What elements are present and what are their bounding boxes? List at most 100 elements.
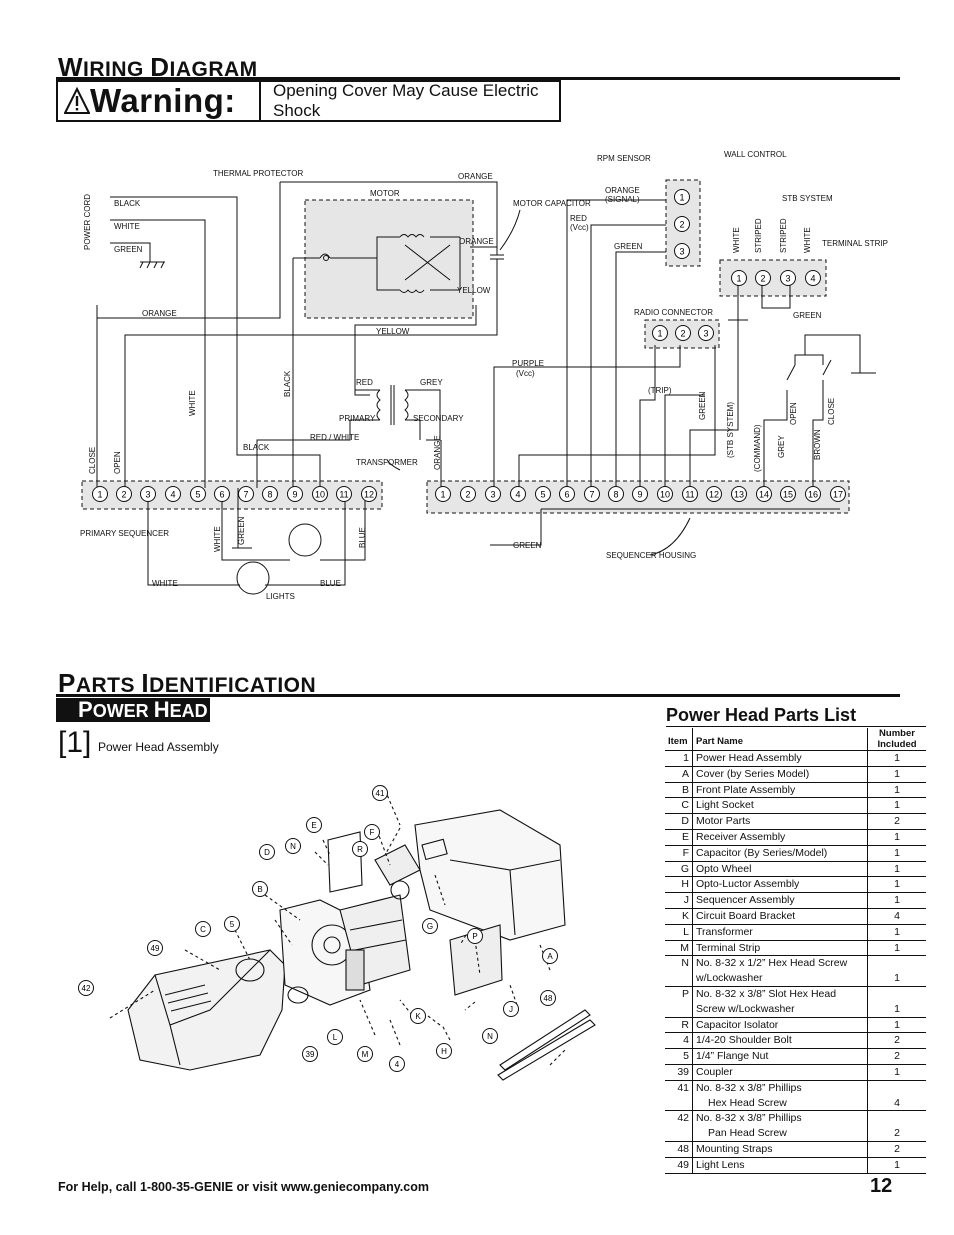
primary-seq-pin: 8 (262, 486, 278, 502)
primary-seq-pin: 11 (336, 486, 352, 502)
svg-text:LIGHTS: LIGHTS (266, 592, 295, 601)
svg-text:WHITE: WHITE (213, 526, 222, 552)
part-item: R (665, 1017, 693, 1034)
rpm-pin: 3 (674, 243, 690, 259)
svg-text:ORANGE: ORANGE (605, 186, 640, 195)
svg-text:GREEN: GREEN (698, 391, 707, 420)
callout-bubble: P (467, 928, 483, 944)
svg-text:GREEN: GREEN (114, 245, 143, 254)
part-count: 1 (867, 924, 926, 941)
part-name-line: Motor Parts (696, 815, 751, 828)
part-name-line: No. 8-32 x 1/2” Hex Head Screw (696, 957, 848, 970)
parts-list-title-rule (666, 726, 926, 727)
part-item: 4 (665, 1032, 693, 1050)
callout-bubble: F (364, 824, 380, 840)
assembly-label: Power Head Assembly (98, 740, 219, 754)
svg-text:GREEN: GREEN (793, 311, 822, 320)
callout-label: R (357, 845, 363, 854)
terminal-pin-label: 1 (736, 274, 741, 284)
terminal-pin: 1 (731, 270, 747, 286)
warning-triangle-icon (64, 87, 90, 114)
callout-bubble: H (436, 1043, 452, 1059)
part-name-line: 1/4” Flange Nut (696, 1050, 769, 1063)
callout-label: M (362, 1050, 369, 1059)
page-number: 12 (870, 1175, 893, 1197)
svg-text:BLACK: BLACK (283, 370, 292, 397)
callout-label: P (472, 932, 477, 941)
callout-label: A (547, 952, 553, 961)
housing-pin: 10 (657, 486, 673, 502)
part-count: 1 (867, 892, 926, 909)
part-name-line: Light Lens (696, 1158, 745, 1171)
part-name: Opto Wheel (692, 861, 868, 878)
primary-seq-pin-label: 2 (121, 490, 126, 500)
parts-title-rule (56, 694, 900, 697)
terminal-pin: 2 (755, 270, 771, 286)
housing-pin-label: 3 (490, 490, 495, 500)
warning-box: Warning: Opening Cover May Cause Electri… (56, 80, 561, 122)
terminal-pin-label: 2 (760, 274, 765, 284)
svg-text:WHITE: WHITE (803, 227, 812, 253)
part-item: L (665, 924, 693, 941)
part-name-line: No. 8-32 x 3/8” Slot Hex Head (696, 987, 837, 1000)
callout-bubble: E (306, 817, 322, 833)
sequencer-illustration (449, 924, 503, 996)
receiver-illustration (327, 831, 363, 893)
svg-text:BLUE: BLUE (358, 527, 367, 548)
primary-seq-pin: 7 (238, 486, 254, 502)
part-count: 1 (867, 766, 926, 783)
svg-text:RADIO CONNECTOR: RADIO CONNECTOR (634, 308, 713, 317)
opto-wheel-illustration (390, 880, 410, 900)
terminal-pin: 3 (780, 270, 796, 286)
part-name: Light Lens (692, 1157, 868, 1174)
part-name-line: Capacitor (By Series/Model) (696, 846, 828, 859)
part-name-line: Opto Wheel (696, 862, 752, 875)
part-name-line: No. 8-32 x 3/8” Phillips (696, 1081, 802, 1094)
mounting-strap-illustration (497, 1019, 596, 1081)
housing-pin: 7 (584, 486, 600, 502)
callout-label: K (415, 1012, 421, 1021)
callout-bubble: 49 (147, 940, 163, 956)
callout-label: 49 (151, 944, 160, 953)
coupler-illustration (287, 986, 309, 1004)
part-name-line: Coupler (696, 1065, 733, 1078)
svg-text:STRIPED: STRIPED (754, 218, 763, 253)
housing-pin-label: 5 (540, 490, 545, 500)
svg-text:CLOSE: CLOSE (827, 398, 836, 425)
callout-bubble: N (285, 838, 301, 854)
part-name: Transformer (692, 924, 868, 941)
callout-bubble: A (542, 948, 558, 964)
housing-pin-label: 12 (709, 490, 719, 500)
terminal-pin-label: 4 (810, 274, 815, 284)
svg-text:THERMAL PROTECTOR: THERMAL PROTECTOR (213, 169, 303, 178)
part-item: 48 (665, 1141, 693, 1158)
part-item: N (665, 955, 693, 987)
col-part-name: Part Name (692, 728, 868, 751)
svg-text:RPM SENSOR: RPM SENSOR (597, 154, 651, 163)
callout-bubble: 5 (224, 916, 240, 932)
callout-bubble: M (357, 1046, 373, 1062)
housing-pin-label: 11 (685, 490, 694, 500)
callout-bubble: J (503, 1001, 519, 1017)
part-count: 2 (867, 1032, 926, 1050)
part-item: C (665, 797, 693, 815)
callout-label: N (487, 1032, 493, 1041)
svg-text:(Vcc): (Vcc) (570, 223, 589, 232)
primary-seq-pin-label: 10 (315, 490, 325, 500)
part-name-line: Receiver Assembly (696, 830, 786, 843)
housing-pin-label: 13 (734, 490, 744, 500)
bracket-number: [1] (58, 726, 92, 759)
part-item: J (665, 892, 693, 909)
svg-text:BROWN: BROWN (813, 429, 822, 460)
callout-label: 48 (544, 994, 553, 1003)
